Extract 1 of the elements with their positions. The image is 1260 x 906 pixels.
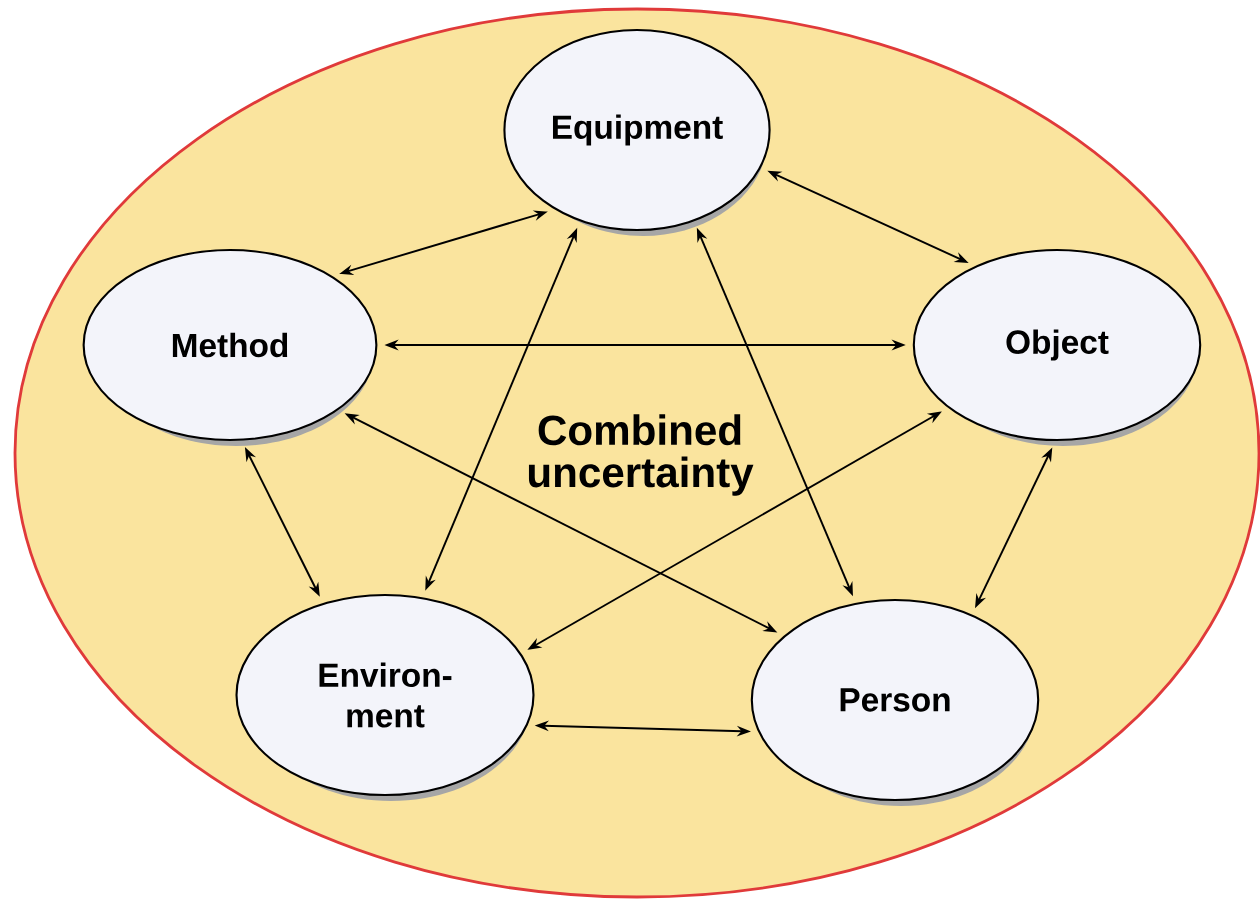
center-label: Combined uncertainty: [528, 414, 754, 496]
